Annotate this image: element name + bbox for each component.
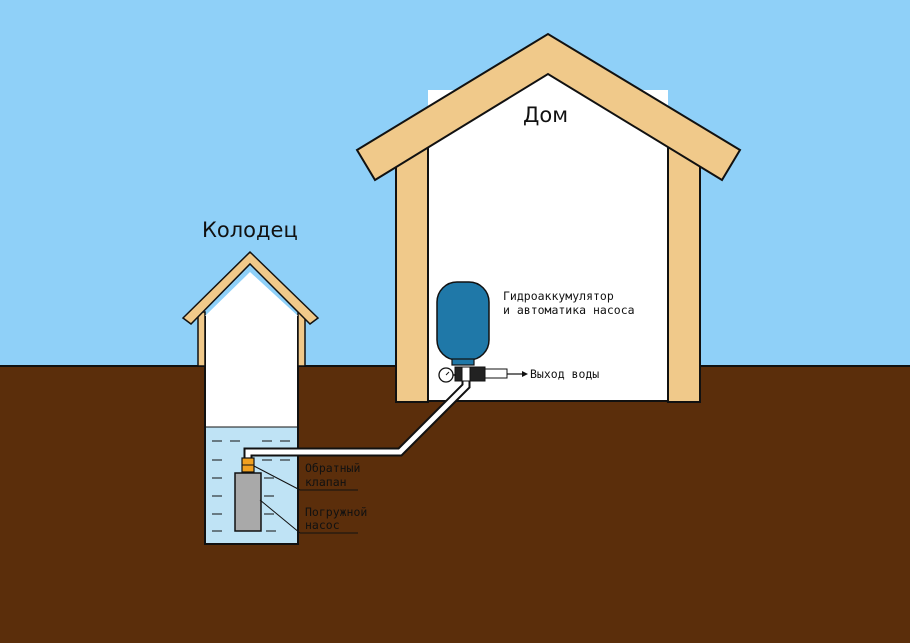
house-roof (355, 32, 742, 182)
house (355, 32, 742, 403)
house-right-wall (667, 145, 701, 403)
water-pipe (243, 377, 471, 462)
pump-label-2: насос (305, 518, 340, 532)
well-shaft-outline (204, 316, 299, 545)
check-valve-label-1: Обратный (305, 461, 360, 475)
accumulator-tank (436, 281, 490, 361)
well-roof (181, 250, 320, 325)
well-gable (205, 272, 298, 316)
water-outlet-label: Выход воды (530, 367, 599, 381)
pressure-accumulator (436, 281, 508, 382)
accumulator-base (451, 358, 475, 366)
ground (0, 366, 910, 643)
well-label: Колодец (202, 218, 298, 242)
house-label: Дом (523, 103, 568, 127)
accumulator-label-1: Гидроаккумулятор (503, 289, 614, 303)
pump-label-1: Погружной (305, 505, 367, 519)
house-left-wall (395, 145, 429, 403)
accumulator-label-2: и автоматика насоса (503, 303, 635, 317)
leader-lines (253, 465, 358, 534)
well-right-post (297, 311, 306, 367)
well-left-post (197, 311, 206, 367)
house-gable (428, 72, 668, 150)
submersible-pump (234, 472, 262, 532)
water-ripples (212, 440, 290, 532)
check-valve-label-2: клапан (305, 475, 347, 489)
